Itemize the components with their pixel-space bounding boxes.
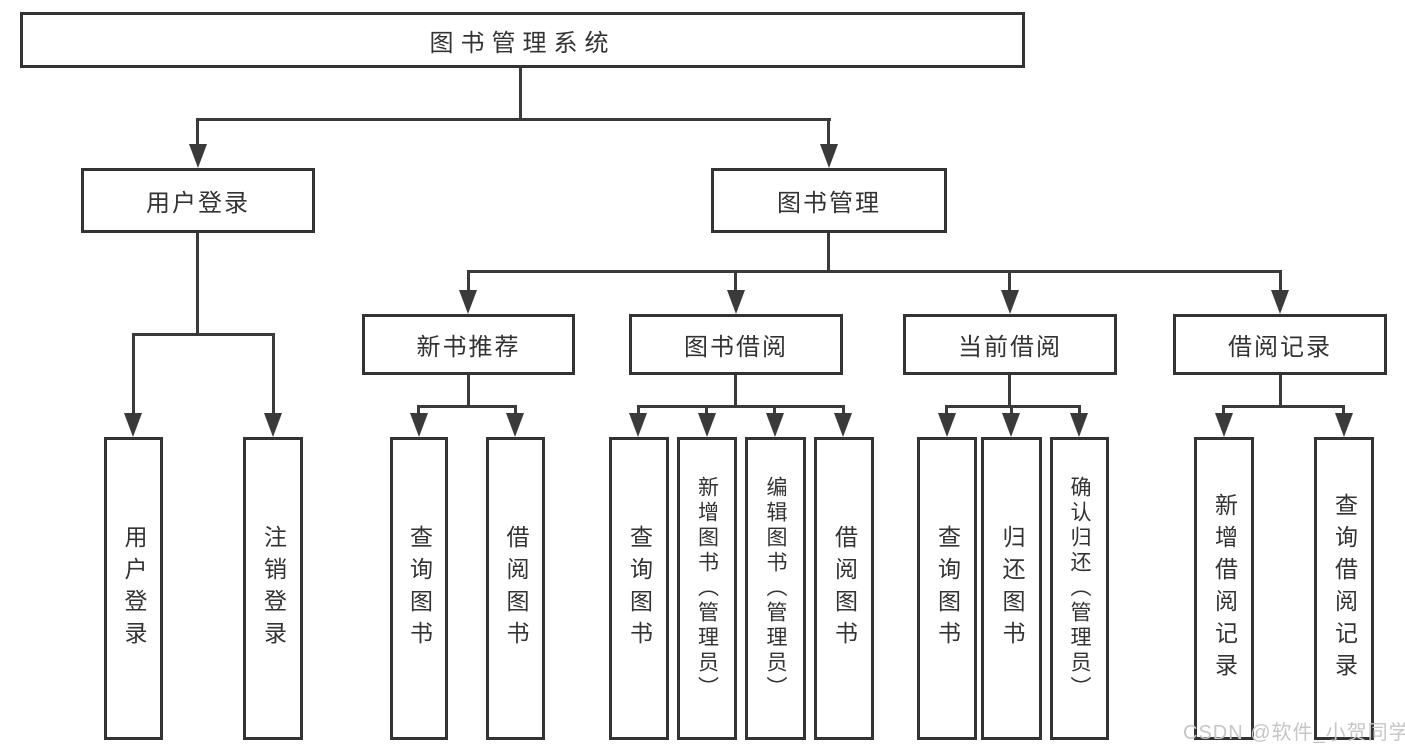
node-new-book-recommend: 新书推荐 [362, 314, 575, 375]
connector-line [1222, 405, 1225, 415]
arrowhead-icon [834, 413, 852, 437]
connector-line [1008, 375, 1011, 408]
node-label: 图书借阅 [684, 334, 788, 361]
connector-line [945, 405, 1081, 408]
connector-line [705, 405, 708, 415]
node-leaf-confirm-return-admin: 确认归还（管理员） [1050, 437, 1109, 740]
node-label: 借阅图书 [831, 524, 858, 653]
node-label: 编辑图书（管理员） [764, 476, 787, 701]
arrowhead-icon [1335, 413, 1353, 437]
node-book-management: 图书管理 [711, 168, 947, 233]
arrowhead-icon [1271, 290, 1289, 314]
arrowhead-icon [698, 413, 716, 437]
arrowhead-icon [1002, 413, 1020, 437]
arrowhead-icon [727, 290, 745, 314]
arrowhead-icon [1215, 413, 1233, 437]
node-leaf-query-books-current: 查询图书 [917, 437, 977, 740]
arrowhead-icon [506, 413, 524, 437]
connector-line [827, 233, 830, 273]
connector-line [1010, 405, 1013, 415]
node-label: 用户登录 [146, 190, 250, 217]
node-label: 查询图书 [406, 524, 433, 653]
node-current-borrow: 当前借阅 [903, 314, 1117, 375]
node-label: 新增图书（管理员） [695, 476, 719, 701]
arrowhead-icon [766, 413, 784, 437]
node-label: 确认归还（管理员） [1068, 476, 1091, 701]
node-label: 查询图书 [934, 524, 961, 653]
arrowhead-icon [264, 413, 282, 437]
connector-line [827, 118, 830, 146]
connector-line [196, 233, 199, 336]
connector-line [1342, 405, 1345, 415]
arrowhead-icon [820, 144, 838, 168]
node-leaf-add-book-admin: 新增图书（管理员） [677, 437, 737, 740]
arrowhead-icon [938, 413, 956, 437]
connector-line [132, 333, 275, 336]
node-label: 用户登录 [121, 524, 147, 653]
connector-line [196, 118, 199, 146]
connector-line [945, 405, 948, 415]
connector-line [773, 405, 776, 415]
arrowhead-icon [189, 144, 207, 168]
node-label: 查询借阅记录 [1331, 492, 1358, 685]
node-label: 查询图书 [626, 524, 653, 653]
node-leaf-logout: 注销登录 [243, 437, 303, 740]
arrowhead-icon [410, 413, 428, 437]
connector-line [1222, 405, 1345, 408]
node-label: 归还图书 [999, 524, 1025, 653]
connector-line [842, 405, 845, 415]
connector-line [734, 270, 737, 292]
connector-line [272, 333, 275, 415]
node-label: 借阅图书 [503, 524, 529, 653]
node-borrow-records: 借阅记录 [1173, 314, 1387, 375]
node-label: 当前借阅 [958, 334, 1062, 361]
node-leaf-add-borrow-record: 新增借阅记录 [1194, 437, 1254, 740]
arrowhead-icon [1070, 413, 1088, 437]
node-label: 注销登录 [260, 524, 287, 653]
node-label: 借阅记录 [1228, 334, 1332, 361]
connector-line [1078, 405, 1081, 415]
node-book-borrow: 图书借阅 [629, 314, 843, 375]
connector-line [514, 405, 517, 415]
watermark: CSDN @软件_小贺同学 [1183, 722, 1405, 744]
connector-line [734, 375, 737, 408]
connector-line [519, 68, 522, 121]
arrowhead-icon [459, 290, 477, 314]
node-leaf-return-books: 归还图书 [981, 437, 1042, 740]
node-leaf-query-borrow-record: 查询借阅记录 [1314, 437, 1374, 740]
node-label: 图书管理系统 [429, 29, 616, 57]
arrowhead-icon [629, 413, 647, 437]
arrowhead-icon [124, 413, 142, 437]
connector-line [637, 405, 845, 408]
connector-line [417, 405, 517, 408]
connector-line [1008, 270, 1011, 292]
node-label: 新书推荐 [416, 334, 521, 361]
node-leaf-borrow-books: 借阅图书 [814, 437, 874, 740]
node-root: 图书管理系统 [20, 12, 1025, 68]
node-label: 新增借阅记录 [1211, 492, 1238, 685]
node-leaf-query-books-recommend: 查询图书 [390, 437, 448, 740]
node-label: 图书管理 [777, 190, 881, 217]
node-leaf-borrow-books-recommend: 借阅图书 [486, 437, 545, 740]
node-leaf-edit-book-admin: 编辑图书（管理员） [745, 437, 806, 740]
connector-line [1279, 375, 1282, 408]
arrowhead-icon [1001, 290, 1019, 314]
connector-line [1279, 270, 1282, 292]
node-leaf-user-login: 用户登录 [104, 437, 163, 740]
connector-line [467, 375, 470, 408]
connector-line [417, 405, 420, 415]
node-leaf-query-books-borrow: 查询图书 [609, 437, 669, 740]
connector-line [467, 270, 470, 292]
connector-line [467, 270, 1282, 273]
connector-line [132, 333, 135, 415]
connector-line [196, 118, 831, 121]
node-user-login: 用户登录 [81, 168, 315, 233]
connector-line [637, 405, 640, 415]
